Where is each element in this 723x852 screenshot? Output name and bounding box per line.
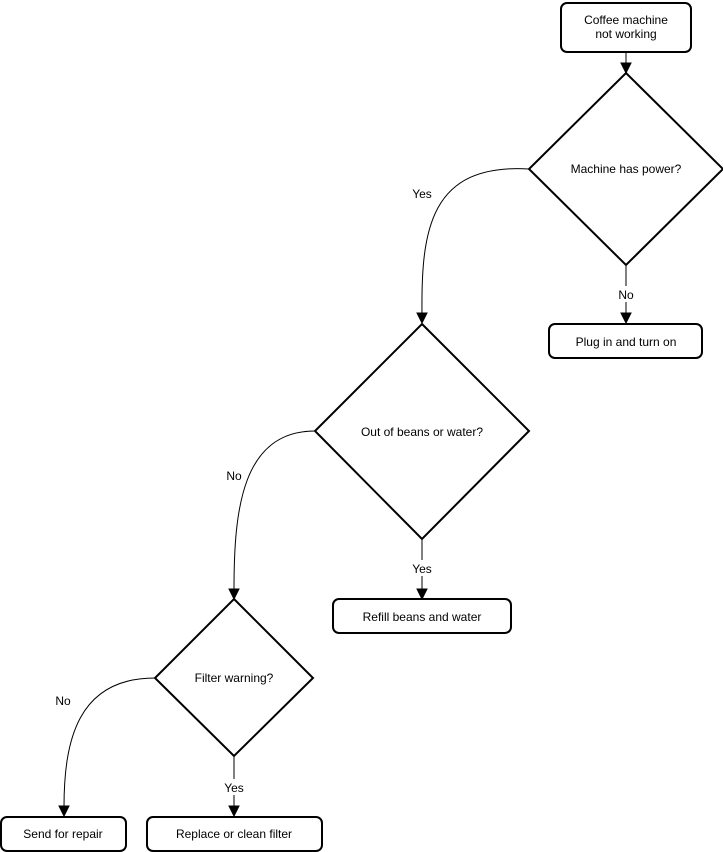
node-beans-check[interactable]: Out of beans or water? [313,322,531,541]
edge-label-beans-yes: Yes [412,562,432,576]
node-plug-in[interactable]: Plug in and turn on [548,323,703,359]
node-replace-filter-label: Replace or clean filter [176,827,292,841]
edge-label-bg [408,560,436,576]
edge-power-yes [421,168,530,315]
node-start[interactable]: Coffee machine not working [560,2,692,53]
edge-label-filter-yes: Yes [224,781,244,795]
edge-label-power-yes: Yes [412,187,432,201]
edge-label-bg [614,286,638,302]
arrowhead-icon [416,312,428,325]
node-beans-check-label: Out of beans or water? [361,425,483,439]
node-start-box [560,2,692,53]
node-replace-filter-box [146,816,323,852]
arrowhead-icon [58,805,70,818]
edge-filter-no [63,677,156,808]
node-refill-label: Refill beans and water [363,610,482,624]
node-filter-check-label: Filter warning? [195,671,274,685]
node-filter-check[interactable]: Filter warning? [153,597,315,758]
arrowhead-icon [416,588,428,601]
arrowhead-icon [620,312,632,325]
arrowhead-icon [228,805,240,818]
node-refill-box [332,598,512,634]
edge-label-filter-no: No [55,694,71,708]
node-start-label-line2: not working [595,27,656,41]
node-power-check[interactable]: Machine has power? [527,71,723,267]
node-repair[interactable]: Send for repair [0,816,127,852]
node-repair-label: Send for repair [23,827,102,841]
edge-label-power-no: No [618,288,634,302]
arrowhead-icon [620,62,632,75]
node-start-label-line1: Coffee machine [584,13,668,27]
decision-diamond [153,597,315,758]
node-repair-box [0,816,127,852]
decision-diamond [313,322,531,541]
node-plug-in-box [548,323,703,359]
node-power-check-label: Machine has power? [571,162,682,176]
edge-beans-no [233,430,316,590]
edge-label-bg [220,779,248,795]
node-refill[interactable]: Refill beans and water [332,598,512,634]
arrowhead-icon [228,588,240,601]
edge-label-beans-no: No [226,469,242,483]
node-replace-filter[interactable]: Replace or clean filter [146,816,323,852]
decision-diamond [527,71,723,267]
node-plug-in-label: Plug in and turn on [576,335,677,349]
